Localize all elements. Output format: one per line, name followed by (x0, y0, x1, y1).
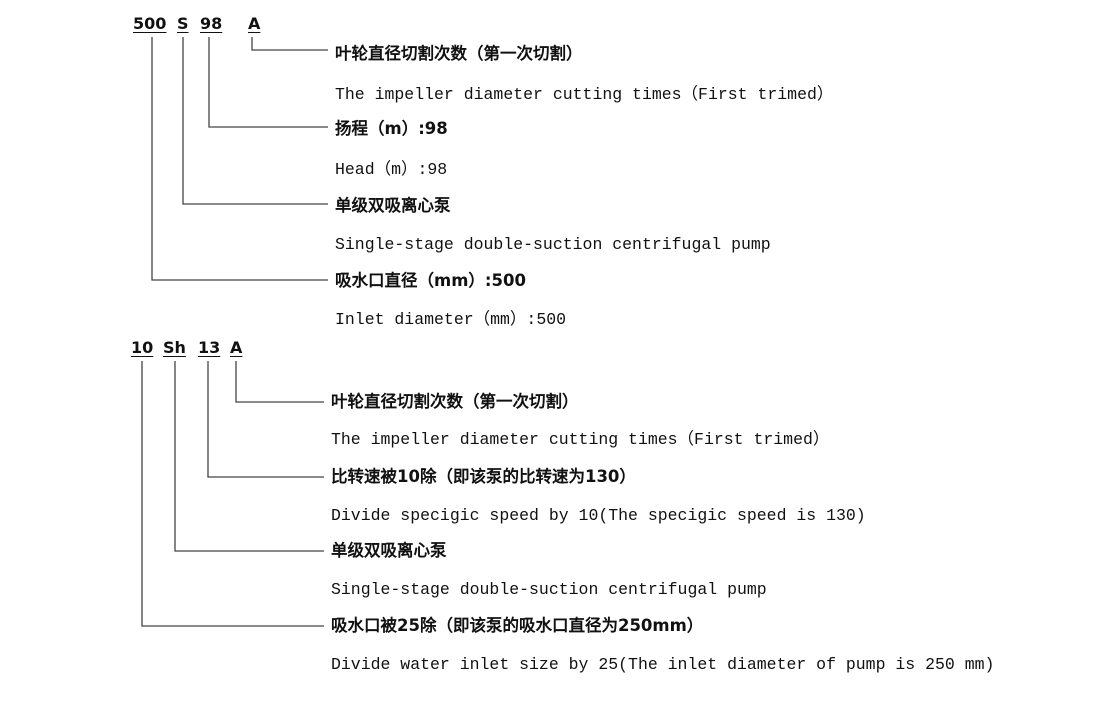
desc-en: The impeller diameter cutting times（Firs… (335, 85, 834, 104)
desc-en: Single-stage double-suction centrifugal … (331, 580, 767, 599)
leader-line-s (182, 37, 328, 205)
code-a: A (230, 338, 243, 357)
desc-cn: 单级双吸离心泵 (331, 541, 447, 560)
desc-en: Divide specigic speed by 10(The specigic… (331, 506, 866, 525)
leader-line-a-1 (251, 37, 328, 51)
leader-line-head (208, 37, 328, 128)
leader-line-inlet-1 (151, 37, 328, 281)
desc-cn: 扬程（m）:98 (335, 119, 448, 138)
leader-line-inlet-2 (141, 361, 324, 627)
code-500: 500 (133, 14, 167, 33)
code-a: A (248, 14, 261, 33)
code-s: S (177, 14, 189, 33)
desc-cn: 吸水口直径（mm）:500 (335, 271, 526, 290)
leader-line-sh (174, 361, 324, 552)
desc-en: Divide water inlet size by 25(The inlet … (331, 655, 995, 674)
desc-en: Single-stage double-suction centrifugal … (335, 235, 771, 254)
code-10: 10 (131, 338, 154, 357)
desc-cn: 单级双吸离心泵 (335, 196, 451, 215)
desc-cn: 叶轮直径切割次数（第一次切割） (335, 44, 583, 63)
code-13: 13 (198, 338, 221, 357)
leader-line-a-2 (235, 361, 324, 403)
desc-en: The impeller diameter cutting times（Firs… (331, 430, 830, 449)
desc-cn: 叶轮直径切割次数（第一次切割） (331, 392, 579, 411)
leader-line-speed (207, 361, 324, 478)
code-sh: Sh (163, 338, 186, 357)
code-98: 98 (200, 14, 223, 33)
desc-en: Inlet diameter（mm）:500 (335, 310, 567, 329)
desc-en: Head（m）:98 (335, 160, 448, 179)
desc-cn: 吸水口被25除（即该泵的吸水口直径为250mm） (331, 616, 704, 635)
desc-cn: 比转速被10除（即该泵的比转速为130） (331, 467, 636, 486)
